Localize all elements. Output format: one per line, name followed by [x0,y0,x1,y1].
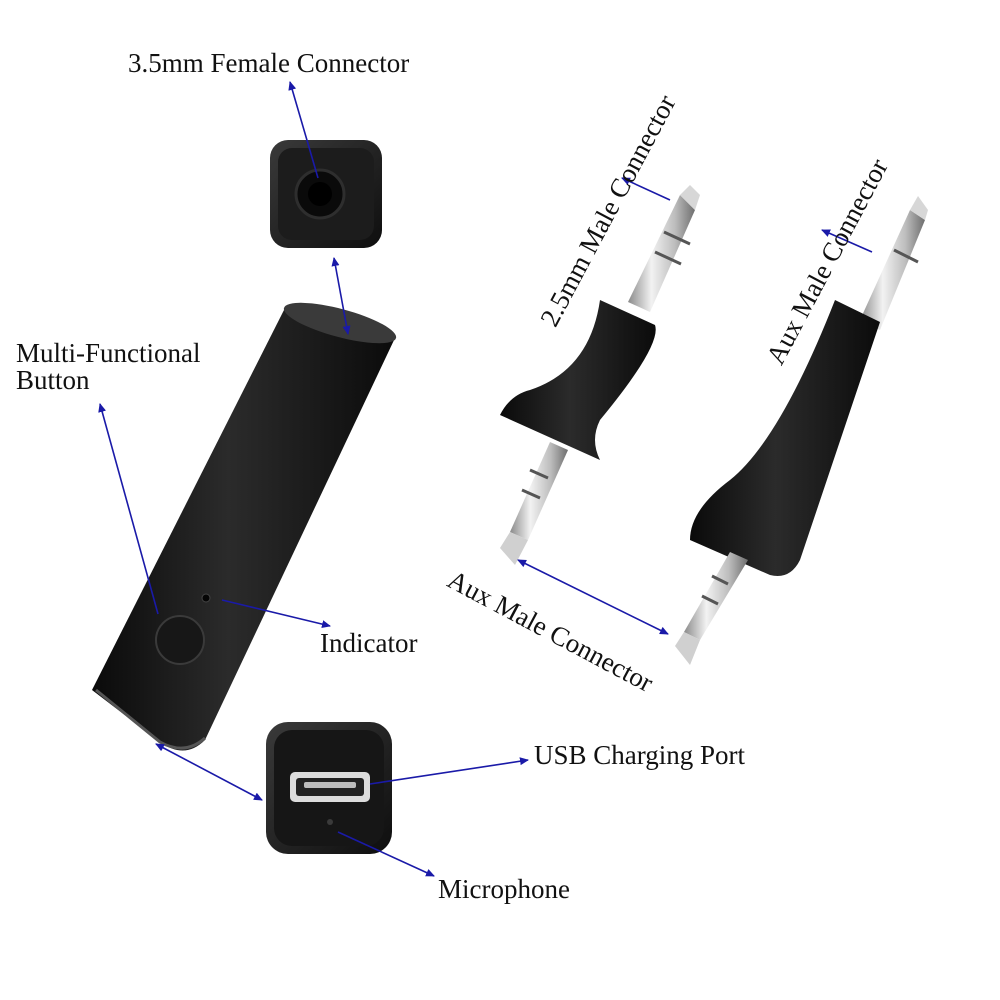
female-connector-label: 3.5mm Female Connector [128,48,410,78]
male-25-arrow [621,177,671,201]
body-to-usb-arrow [155,743,263,801]
aux-male-plug [675,196,928,665]
usb-end-part [266,722,392,854]
aux-bottom-arrow [517,559,669,635]
microphone-arrow [337,831,435,877]
male-25-plug [500,185,700,565]
aux-top-arrow [821,229,873,253]
usb-port-arrow [369,757,529,785]
female-connector-arrow [288,81,319,179]
indicator-led [201,593,211,603]
cap-to-body-arrow [331,257,351,335]
female-connector-part [270,140,382,248]
multi-function-button-label: Multi-Functional Button [16,338,201,395]
usb-port-label: USB Charging Port [534,740,746,770]
indicator-label: Indicator [320,628,418,658]
multi-function-button-part [155,615,205,665]
microphone-label: Microphone [438,874,570,904]
indicator-arrow [221,599,331,629]
multi-button-arrow [98,403,159,615]
